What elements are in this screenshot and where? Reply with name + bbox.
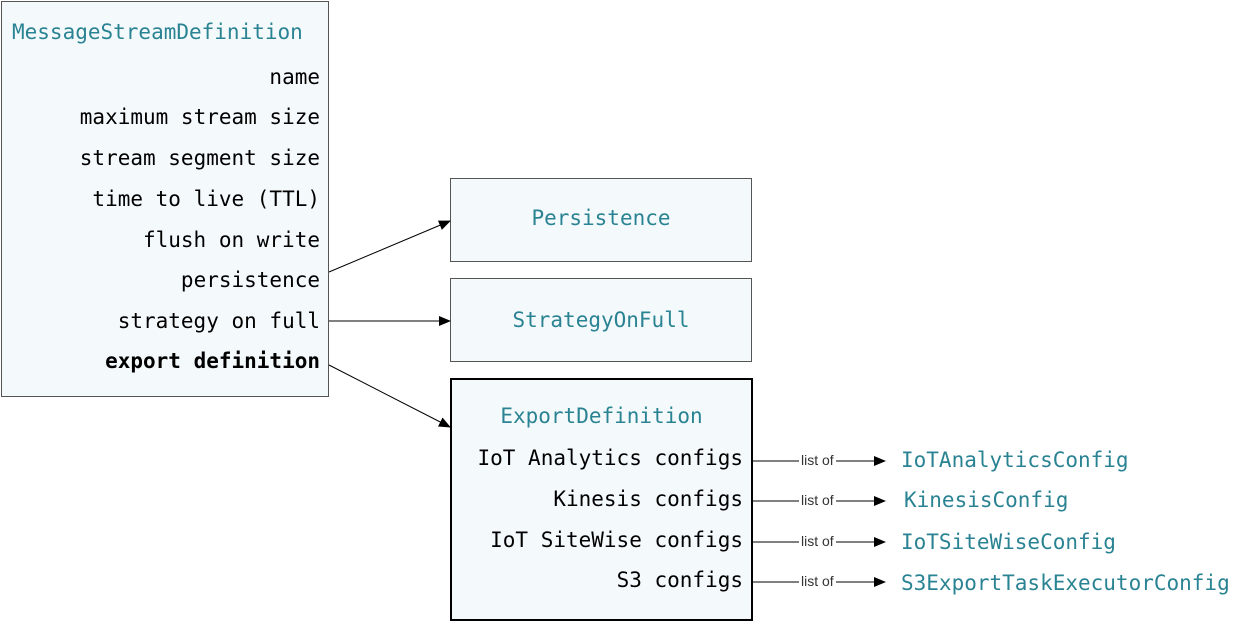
message-stream-definition-box bbox=[1, 1, 329, 397]
field-name: name bbox=[269, 65, 320, 89]
field-persistence: persistence bbox=[180, 268, 320, 292]
field-maximum-stream-size: maximum stream size bbox=[79, 105, 320, 129]
field-iot-sitewise-configs: IoT SiteWise configs bbox=[490, 528, 743, 552]
target-iot-sitewise-config: IoTSiteWiseConfig bbox=[901, 530, 1116, 554]
arrow-persistence bbox=[328, 220, 451, 273]
field-time-to-live: time to live (TTL) bbox=[92, 187, 320, 211]
export-definition-title: ExportDefinition bbox=[500, 404, 703, 428]
arrow-export-definition bbox=[328, 364, 451, 428]
edge-label-list-of: list of bbox=[799, 452, 836, 468]
export-definition-box bbox=[450, 378, 753, 621]
target-s3-export-task-executor-config: S3ExportTaskExecutorConfig bbox=[901, 571, 1230, 595]
target-kinesis-config: KinesisConfig bbox=[904, 488, 1069, 512]
persistence-box bbox=[450, 178, 752, 262]
message-stream-definition-title: MessageStreamDefinition bbox=[12, 20, 303, 44]
persistence-title: Persistence bbox=[531, 206, 671, 230]
edge-label-list-of: list of bbox=[799, 492, 836, 508]
field-flush-on-write: flush on write bbox=[142, 228, 320, 252]
field-stream-segment-size: stream segment size bbox=[79, 146, 320, 170]
edge-label-list-of: list of bbox=[799, 573, 836, 589]
strategy-on-full-title: StrategyOnFull bbox=[512, 308, 690, 332]
field-s3-configs: S3 configs bbox=[616, 568, 743, 592]
field-strategy-on-full: strategy on full bbox=[117, 309, 320, 333]
target-iot-analytics-config: IoTAnalyticsConfig bbox=[901, 448, 1129, 472]
edge-label-list-of: list of bbox=[799, 533, 836, 549]
field-kinesis-configs: Kinesis configs bbox=[553, 487, 743, 511]
field-export-definition: export definition bbox=[105, 349, 320, 373]
strategy-on-full-box bbox=[450, 278, 752, 362]
field-iot-analytics-configs: IoT Analytics configs bbox=[477, 446, 743, 470]
